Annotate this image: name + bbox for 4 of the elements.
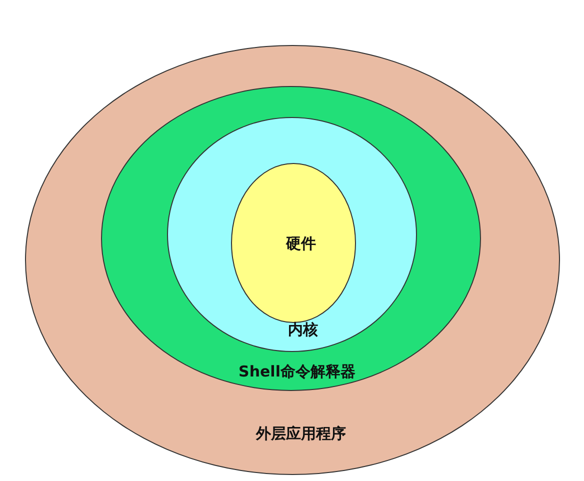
ring-label: Shell命令解释器	[238, 362, 356, 382]
ring-label: 硬件	[286, 234, 316, 254]
ring-label: 内核	[288, 320, 318, 340]
ring-label: 外层应用程序	[256, 424, 346, 444]
